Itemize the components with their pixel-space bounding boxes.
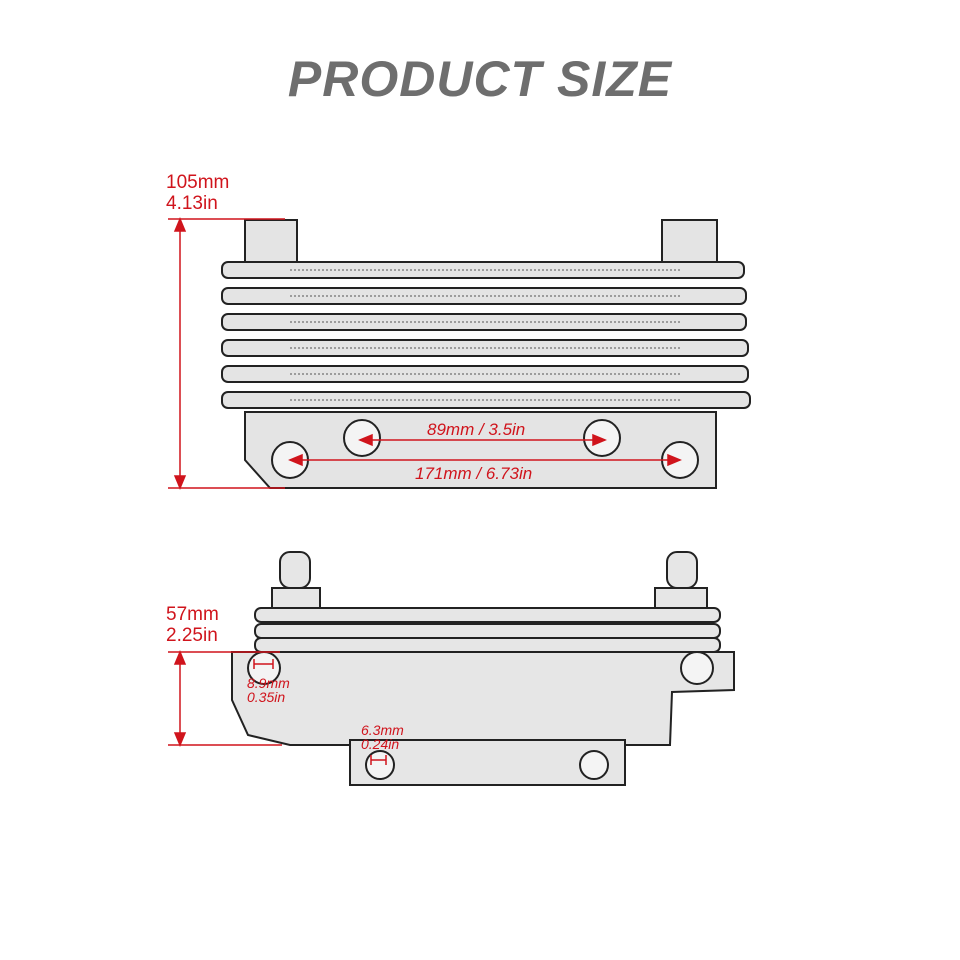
height-mm: 105mm <box>166 172 230 193</box>
hole-mm: 6.3mm <box>361 722 404 738</box>
height-label-top: 105mm 4.13in <box>166 172 229 214</box>
height-in: 4.13in <box>166 193 218 214</box>
oil-cooler-front-view <box>221 219 751 489</box>
fin-pattern <box>290 269 680 401</box>
port-in: 0.35in <box>247 689 286 705</box>
dimension-lines <box>168 217 682 765</box>
inner-span-label: 89mm / 3.5in <box>427 420 526 439</box>
oil-cooler-side-view <box>231 551 735 786</box>
port-size-label: 8.9mm 0.35in <box>247 676 290 704</box>
height-label-side: 57mm 2.25in <box>166 604 219 646</box>
hole-size-label: 6.3mm 0.24in <box>361 723 404 751</box>
page-title: PRODUCT SIZE <box>287 51 673 107</box>
port-mm: 8.9mm <box>247 675 290 691</box>
height-mm: 57mm <box>166 604 219 625</box>
height-in: 2.25in <box>166 625 218 646</box>
hole-in: 0.24in <box>361 736 400 752</box>
outer-span-label: 171mm / 6.73in <box>415 464 533 483</box>
